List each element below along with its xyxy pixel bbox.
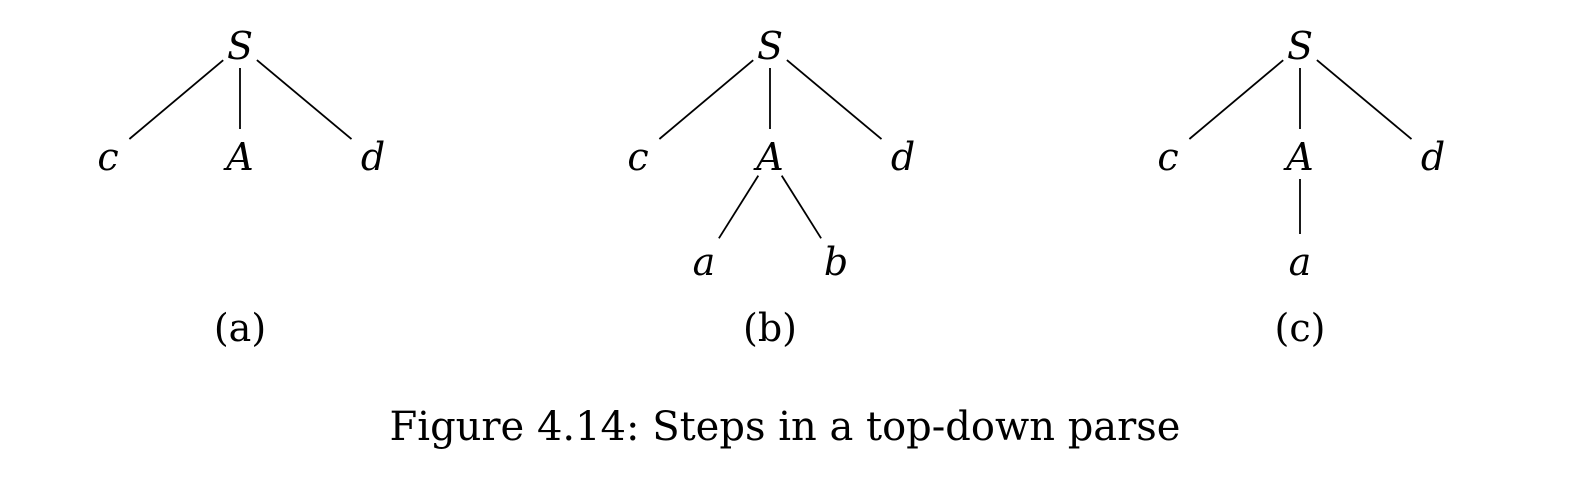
edge-S-c xyxy=(128,59,224,140)
node-A: A xyxy=(223,135,253,179)
node-d: d xyxy=(1421,135,1445,179)
edge-A-b xyxy=(780,175,822,239)
node-b: b xyxy=(824,240,848,284)
edge-S-c xyxy=(658,59,754,140)
node-a: a xyxy=(1289,240,1312,284)
node-S: S xyxy=(1287,24,1313,68)
edge-S-d xyxy=(256,59,353,140)
node-S: S xyxy=(227,24,253,68)
panel-label: (b) xyxy=(743,306,797,350)
node-d: d xyxy=(891,135,915,179)
node-a: a xyxy=(693,240,716,284)
node-c: c xyxy=(97,135,118,179)
edge-S-d xyxy=(1316,59,1413,140)
panel-label: (c) xyxy=(1275,306,1326,350)
node-c: c xyxy=(1157,135,1178,179)
figure-caption: Figure 4.14: Steps in a top-down parse xyxy=(390,404,1181,450)
node-A: A xyxy=(1283,135,1313,179)
node-d: d xyxy=(361,135,385,179)
edge-A-a xyxy=(718,175,760,239)
edge-S-d xyxy=(786,59,883,140)
node-A: A xyxy=(753,135,783,179)
node-c: c xyxy=(627,135,648,179)
panel-label: (a) xyxy=(214,306,266,350)
node-S: S xyxy=(757,24,783,68)
edge-S-c xyxy=(1188,59,1284,140)
